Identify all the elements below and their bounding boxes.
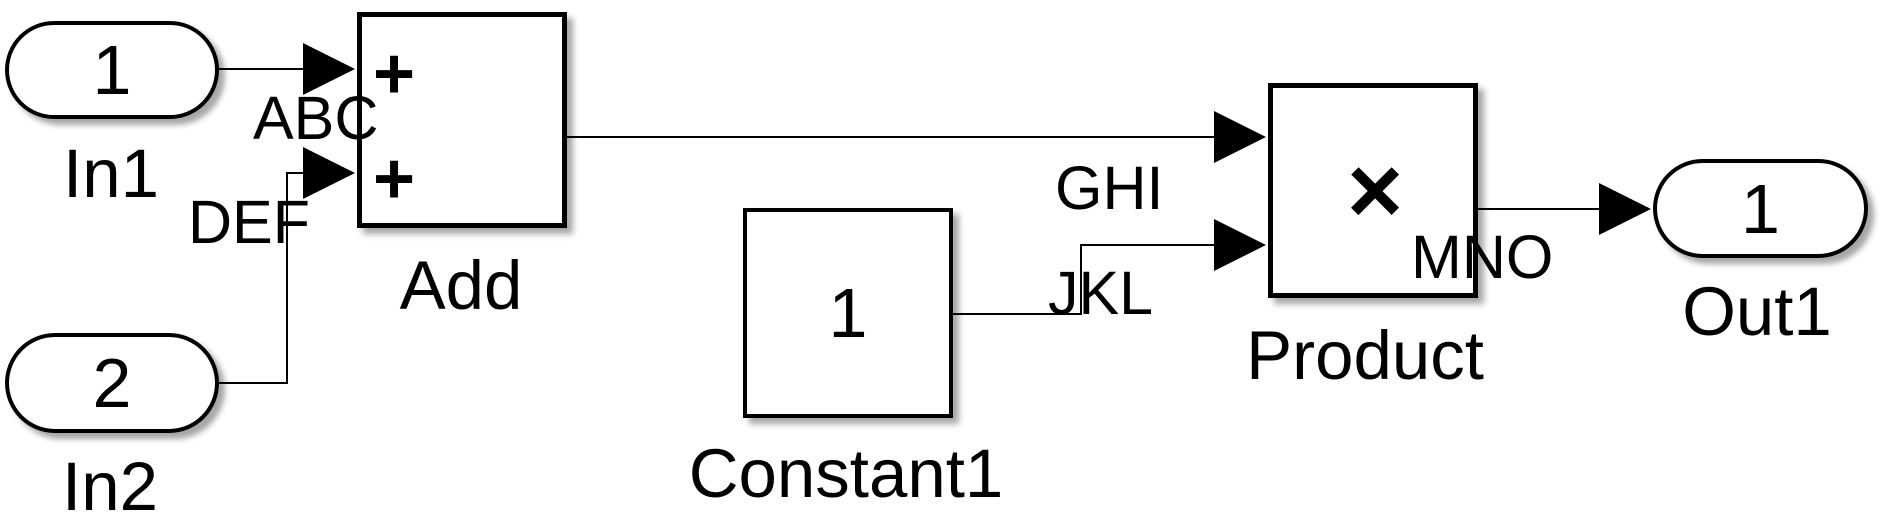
wire-constant-to-product-h2[interactable] — [1080, 244, 1220, 246]
port-number: 1 — [1741, 169, 1780, 248]
arrowhead-icon — [303, 147, 355, 199]
signal-label-mno[interactable]: MNO — [1411, 223, 1554, 291]
constant-value: 1 — [828, 274, 868, 352]
wire-in2-to-add-h1[interactable] — [218, 382, 288, 384]
block-label-in2[interactable]: In2 — [62, 448, 158, 525]
block-label-in1[interactable]: In1 — [63, 135, 159, 212]
wire-constant-to-product-h1[interactable] — [952, 313, 1082, 315]
wire-product-to-out1[interactable] — [1476, 208, 1606, 210]
port-number: 1 — [92, 31, 132, 109]
constant-block-constant1[interactable]: 1 — [743, 208, 953, 418]
wire-in2-to-add-h2[interactable] — [286, 172, 310, 174]
signal-label-jkl[interactable]: JKL — [1048, 259, 1154, 327]
block-label-add[interactable]: Add — [399, 247, 523, 324]
signal-label-ghi[interactable]: GHI — [1055, 154, 1164, 222]
wire-constant-to-product-v[interactable] — [1080, 244, 1082, 315]
inport-block-in2[interactable]: 2 — [5, 333, 219, 433]
port-number: 2 — [92, 344, 132, 422]
outport-block-out1[interactable]: 1 — [1653, 159, 1868, 258]
plus-icon: + — [372, 34, 416, 114]
wire-add-to-product[interactable] — [566, 136, 1220, 138]
wire-in2-to-add-v[interactable] — [286, 172, 288, 384]
sum-block-add[interactable]: + + — [357, 12, 567, 228]
signal-label-def[interactable]: DEF — [188, 188, 310, 256]
arrowhead-icon — [1214, 111, 1266, 163]
arrowhead-icon — [303, 43, 355, 95]
block-label-out1[interactable]: Out1 — [1682, 273, 1832, 350]
block-label-constant1[interactable]: Constant1 — [688, 435, 1004, 512]
plus-icon: + — [372, 139, 416, 219]
multiply-icon: × — [1346, 137, 1404, 244]
block-label-product[interactable]: Product — [1246, 317, 1484, 394]
product-block[interactable]: × — [1268, 83, 1478, 298]
arrowhead-icon — [1599, 183, 1651, 235]
inport-block-in1[interactable]: 1 — [5, 21, 219, 119]
arrowhead-icon — [1214, 219, 1266, 271]
wire-in1-to-add[interactable] — [218, 68, 310, 70]
signal-label-abc[interactable]: ABC — [253, 84, 379, 152]
